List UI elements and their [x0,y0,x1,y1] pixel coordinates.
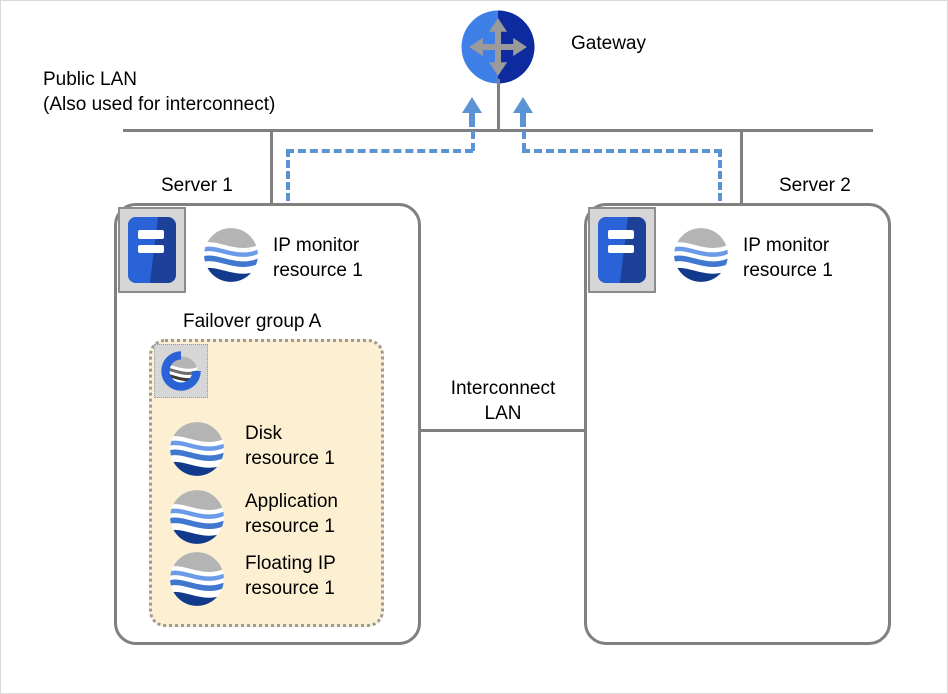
server2-monitor-path-riser [522,119,526,151]
server1-monitor-path-riser [471,119,475,151]
server1-ip-monitor-label-line1: IP monitor [273,235,360,256]
server1-ip-monitor-resource-icon [203,227,259,283]
disk-resource-label-line2: resource 1 [245,448,335,469]
server2-monitor-path-horizontal [522,149,722,153]
application-resource-label-line1: Application [245,491,338,512]
gateway-stem [497,79,500,131]
server1-monitor-path-vertical [286,149,290,201]
disk-resource-label-line1: Disk [245,423,282,444]
failover-group-icon [154,344,208,398]
public-lan-label-line1: Public LAN [43,69,137,90]
interconnect-lan-label-line2: LAN [484,403,522,424]
interconnect-lan-label-line1: Interconnect [450,378,556,399]
failover-group-label: Failover group A [183,311,322,332]
floating-ip-resource-label-line2: resource 1 [245,578,335,599]
server2-label: Server 2 [779,175,851,196]
server1-drop-line [270,129,273,204]
public-lan-label-line2: (Also used for interconnect) [43,94,276,115]
gateway-label: Gateway [571,33,646,54]
server2-ip-monitor-label-line2: resource 1 [743,260,833,281]
router-icon [460,9,536,85]
server2-ip-monitor-resource-icon [673,227,729,283]
server2-monitor-arrow-icon [512,97,534,127]
server1-ip-monitor-label-line2: resource 1 [273,260,363,281]
server1-label: Server 1 [161,175,233,196]
server1-monitor-path-horizontal [286,149,473,153]
server1-monitor-arrow-icon [461,97,483,127]
interconnect-lan-line [419,429,586,432]
server2-server-icon [588,207,656,293]
floating-ip-resource-label-line1: Floating IP [245,553,336,574]
application-resource-icon [169,489,225,545]
disk-resource-icon [169,421,225,477]
server2-monitor-path-vertical [718,149,722,201]
server2-ip-monitor-label-line1: IP monitor [743,235,830,256]
server1-server-icon [118,207,186,293]
application-resource-label-line2: resource 1 [245,516,335,537]
public-lan-bus [123,129,873,132]
floating-ip-resource-icon [169,551,225,607]
server2-drop-line [740,129,743,204]
